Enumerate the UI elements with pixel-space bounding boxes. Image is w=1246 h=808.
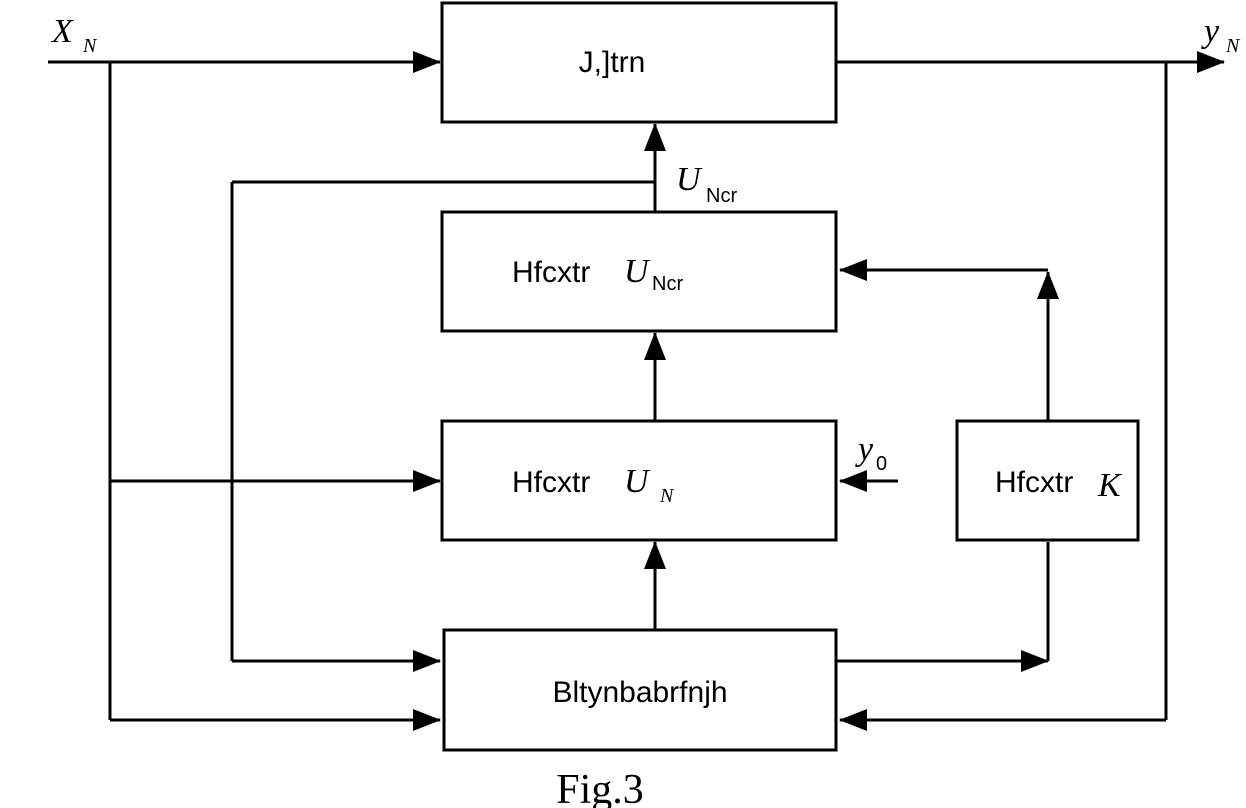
signal-setpoint-var: y xyxy=(855,431,874,468)
signal-input-sub: N xyxy=(82,35,98,57)
signal-control-var: U xyxy=(676,161,703,198)
block-object: J,]trn xyxy=(440,1,838,124)
block-calc-u-ncr: Hfcxtr U Ncr xyxy=(440,210,838,333)
block-calc-u-n-label: Hfcxtr xyxy=(512,466,590,499)
figure-caption: Fig.3 xyxy=(556,767,644,808)
block-calc-u-n-var: U xyxy=(624,463,651,500)
signal-setpoint-label: y 0 xyxy=(855,431,887,475)
block-identifier: Bltynbabrfnjh xyxy=(442,628,838,752)
block-calc-u-ncr-label: Hfcxtr xyxy=(512,256,590,289)
block-calc-k-label: Hfcxtr xyxy=(995,466,1073,499)
signal-setpoint-sub: 0 xyxy=(876,453,887,475)
block-object-label: J,]trn xyxy=(579,46,646,79)
signal-output-var: y xyxy=(1201,13,1220,50)
block-calc-u-ncr-sub: Ncr xyxy=(652,273,683,295)
block-calc-k: Hfcxtr K xyxy=(955,419,1140,542)
signal-output-sub: N xyxy=(1225,35,1241,57)
block-calc-u-ncr-var: U xyxy=(624,253,651,290)
block-calc-u-n: Hfcxtr U N xyxy=(440,419,838,542)
signal-input-label: X N xyxy=(50,13,98,57)
signal-control-sub: Ncr xyxy=(706,185,737,207)
block-calc-u-n-sub: N xyxy=(659,485,675,507)
signal-output-label: y N xyxy=(1201,13,1241,57)
signal-control-label: U Ncr xyxy=(676,161,737,207)
block-identifier-label: Bltynbabrfnjh xyxy=(552,676,727,709)
signal-input-var: X xyxy=(50,13,74,50)
block-calc-k-var: K xyxy=(1097,467,1123,504)
